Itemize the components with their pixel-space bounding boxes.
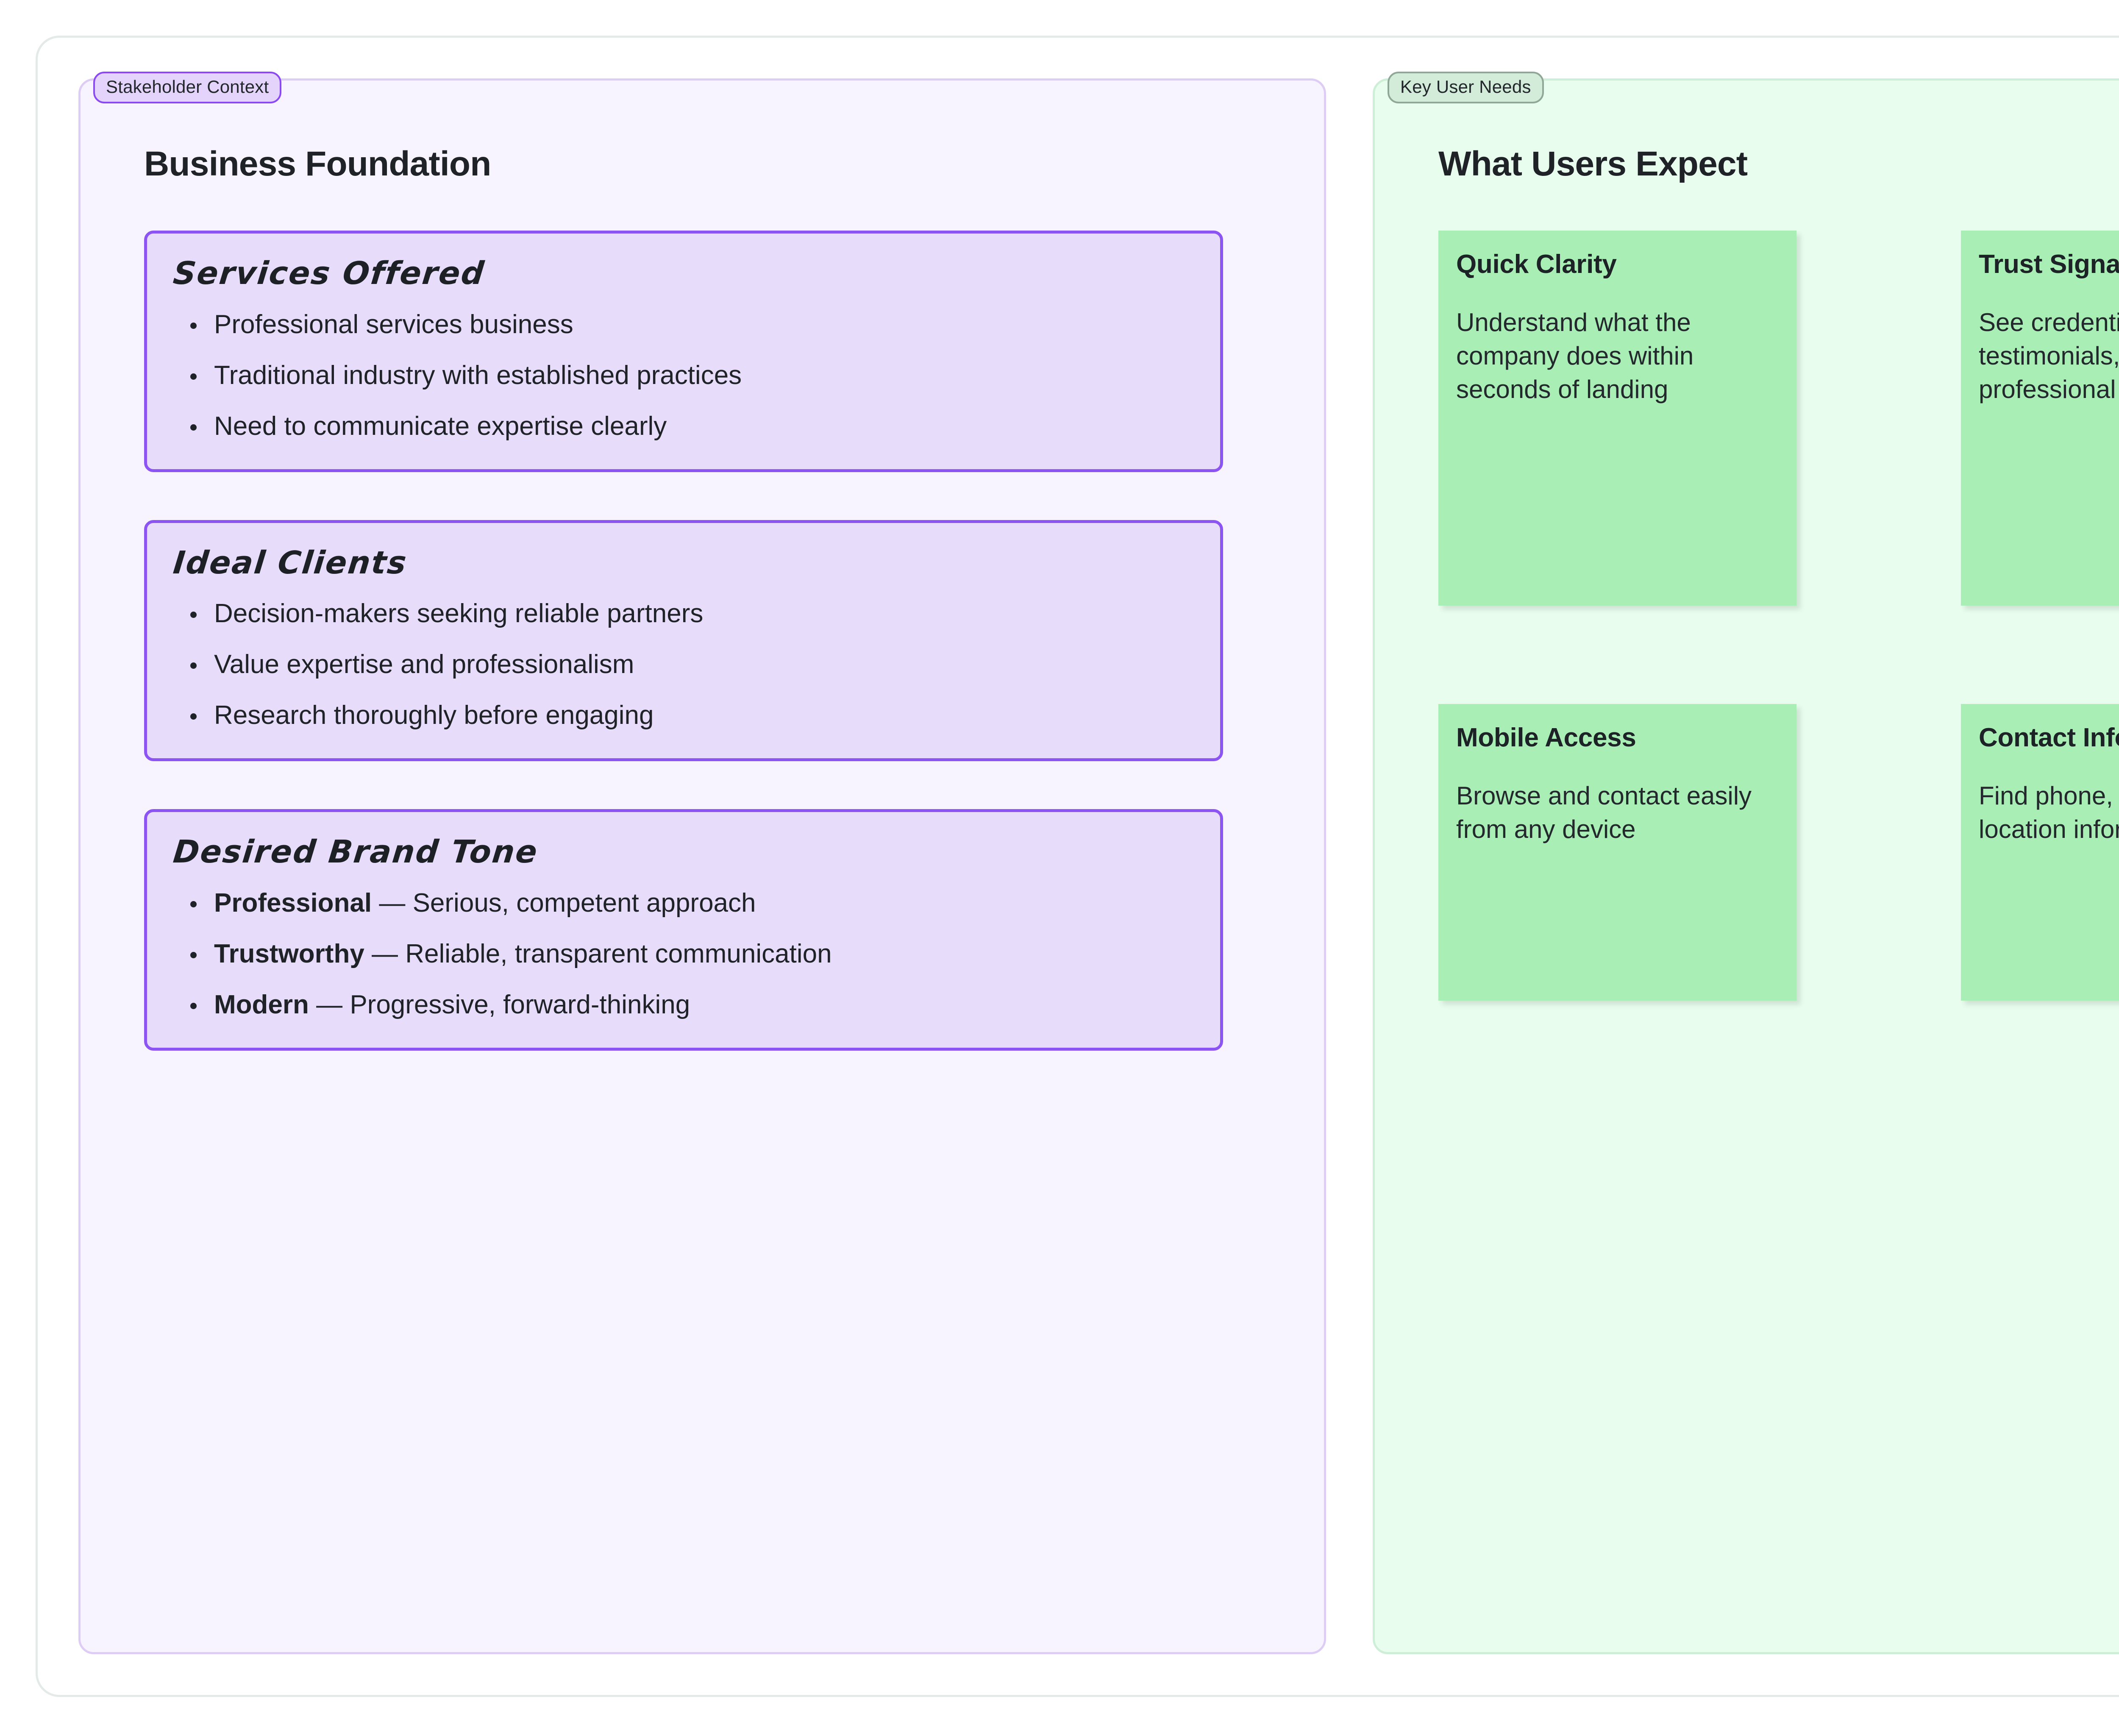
note-card-heading: Services Offered	[171, 255, 487, 292]
note-card-ideal-clients: Ideal Clients Decision-makers seeking re…	[144, 520, 1223, 762]
sticky-note-contact-info: Contact Info Find phone, email, and loca…	[1961, 704, 2119, 1001]
panel-title-what-users-expect: What Users Expect	[1438, 145, 1748, 183]
panel-title-business-foundation: Business Foundation	[144, 145, 491, 183]
sticky-note-mobile-access: Mobile Access Browse and contact easily …	[1438, 704, 1796, 1001]
panel-key-user-needs: Key User Needs What Users Expect Quick C…	[1373, 72, 2119, 1654]
sticky-note-body: Find phone, email, and location informat…	[1979, 782, 2119, 844]
list-item-text: — Progressive, forward-thinking	[309, 990, 690, 1020]
list-item-text: Traditional industry with established pr…	[214, 360, 742, 390]
list-item: Research thoroughly before engaging	[190, 701, 1194, 730]
note-card-list: Professional — Serious, competent approa…	[173, 890, 1194, 1018]
list-item: Need to communicate expertise clearly	[190, 411, 1194, 441]
note-card-heading: Desired Brand Tone	[171, 834, 540, 871]
sticky-note-quick-clarity: Quick Clarity Understand what the compan…	[1438, 231, 1796, 606]
list-item: Professional services business	[190, 309, 1194, 339]
list-item: Professional — Serious, competent approa…	[190, 888, 1194, 918]
list-item-text: Need to communicate expertise clearly	[214, 411, 667, 441]
note-card-stack: Services Offered Professional services b…	[144, 231, 1223, 1051]
list-item: Modern — Progressive, forward-thinking	[190, 990, 1194, 1020]
list-item-term: Trustworthy	[214, 939, 364, 969]
list-item-text: — Reliable, transparent communication	[364, 939, 832, 969]
sticky-note-body: Browse and contact easily from any devic…	[1456, 782, 1752, 844]
panels-container: Stakeholder Context Business Foundation …	[38, 38, 2119, 1695]
list-item: Trustworthy — Reliable, transparent comm…	[190, 939, 1194, 969]
sticky-note-title: Trust Signals	[1979, 250, 2119, 279]
panel-badge-key-user-needs: Key User Needs	[1388, 72, 1544, 103]
panel-stakeholder-context: Stakeholder Context Business Foundation …	[78, 72, 1326, 1654]
note-card-desired-brand-tone: Desired Brand Tone Professional — Seriou…	[144, 809, 1223, 1051]
sticky-note-body: Understand what the company does within …	[1456, 308, 1694, 404]
list-item-text: Professional services business	[214, 309, 573, 339]
sticky-note-trust-signals: Trust Signals See credentials, testimoni…	[1961, 231, 2119, 606]
sticky-note-body: See credentials, testimonials, and profe…	[1979, 308, 2119, 404]
list-item: Value expertise and professionalism	[190, 650, 1194, 679]
list-item-text: Value expertise and professionalism	[214, 650, 634, 679]
sticky-note-title: Mobile Access	[1456, 723, 1636, 752]
note-card-heading: Ideal Clients	[171, 544, 409, 581]
note-card-services-offered: Services Offered Professional services b…	[144, 231, 1223, 472]
list-item-term: Professional	[214, 888, 372, 918]
note-card-list: Decision-makers seeking reliable partner…	[173, 601, 1194, 729]
list-item-term: Modern	[214, 990, 309, 1020]
note-card-list: Professional services business Tradition…	[173, 309, 1194, 441]
list-item-text: Research thoroughly before engaging	[214, 701, 654, 730]
outer-frame: Stakeholder Context Business Foundation …	[36, 36, 2119, 1697]
sticky-note-title: Quick Clarity	[1456, 250, 1617, 279]
list-item: Decision-makers seeking reliable partner…	[190, 599, 1194, 629]
list-item: Traditional industry with established pr…	[190, 360, 1194, 390]
list-item-text: — Serious, competent approach	[372, 888, 756, 918]
sticky-note-title: Contact Info	[1979, 723, 2119, 752]
panel-badge-stakeholder-context: Stakeholder Context	[93, 72, 282, 103]
sticky-note-grid: Quick Clarity Understand what the compan…	[1438, 231, 2119, 1001]
list-item-text: Decision-makers seeking reliable partner…	[214, 599, 704, 629]
